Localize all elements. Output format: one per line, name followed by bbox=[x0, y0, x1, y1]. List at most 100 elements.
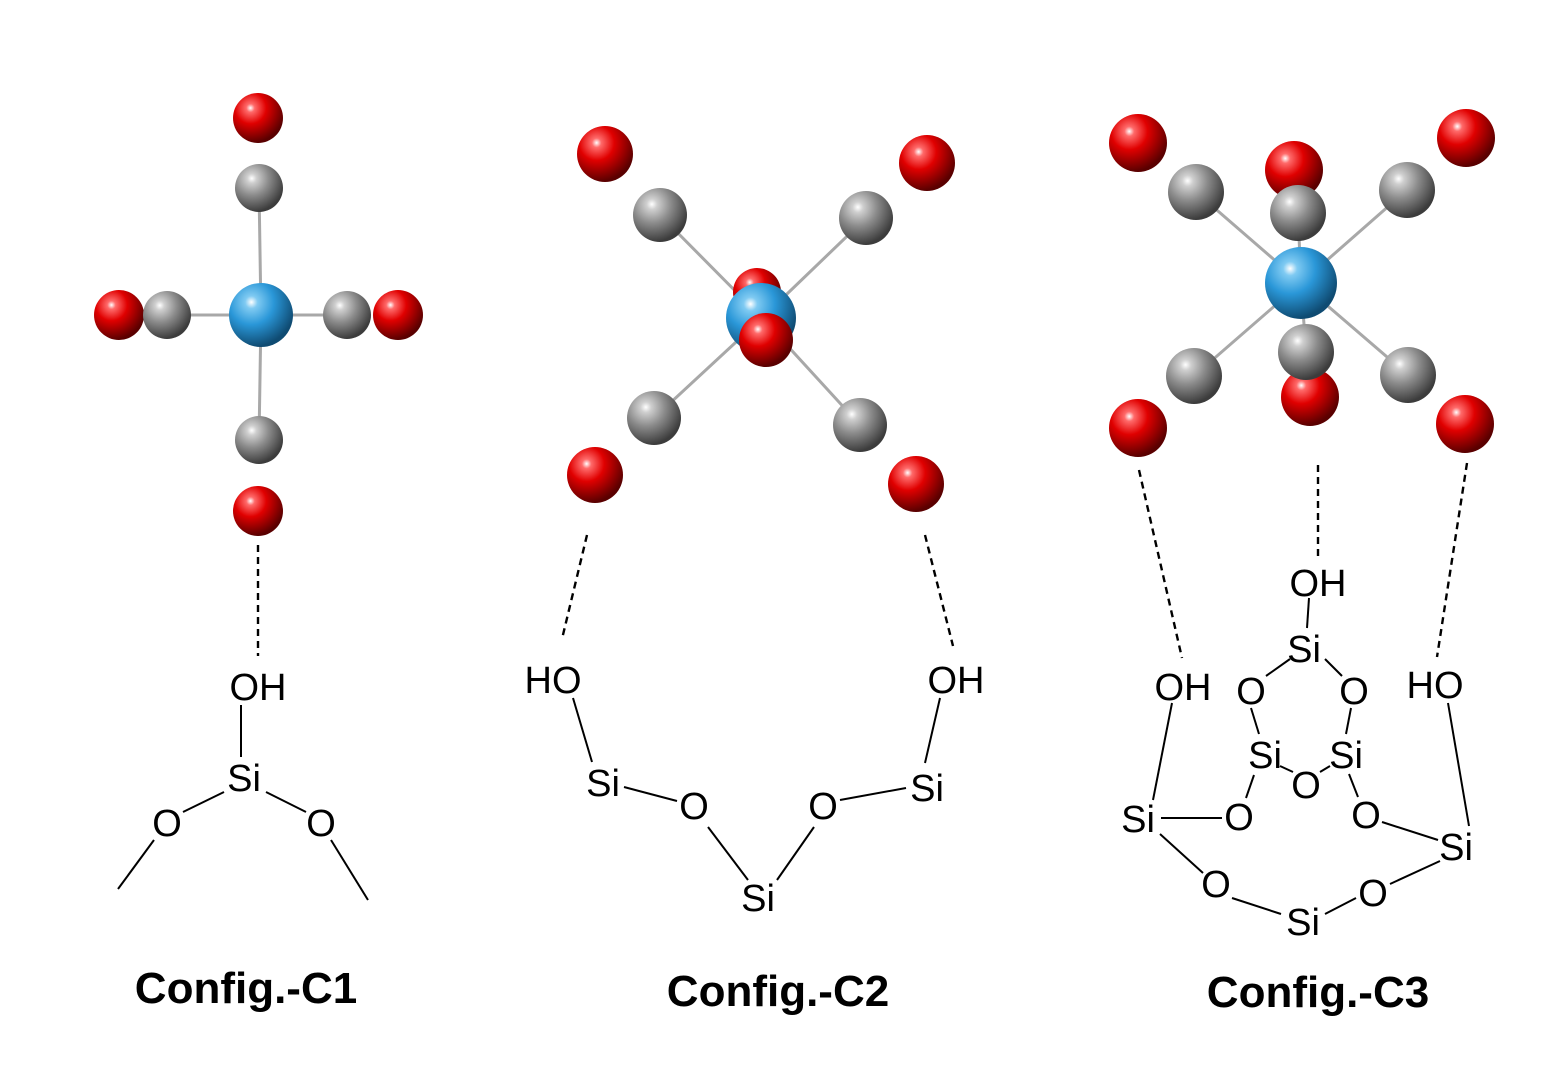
silicon-label: Si bbox=[1329, 735, 1363, 777]
bond-line bbox=[924, 697, 941, 764]
silicon-label: Si bbox=[1121, 799, 1155, 841]
hydroxyl-label: HO bbox=[525, 660, 582, 702]
silicon-label: Si bbox=[227, 758, 261, 800]
metal-carbonyl-c2 bbox=[567, 126, 955, 512]
oxygen-label: O bbox=[1339, 671, 1369, 713]
silicon-label: Si bbox=[1287, 629, 1321, 671]
oxygen-atom bbox=[1109, 399, 1167, 457]
bond-line bbox=[623, 786, 678, 802]
bond-line bbox=[1159, 833, 1204, 874]
bond-line bbox=[330, 839, 369, 901]
bond-line bbox=[117, 839, 155, 890]
bond-line bbox=[1389, 860, 1441, 885]
oxygen-label: O bbox=[1201, 864, 1231, 906]
metal-atom bbox=[229, 283, 293, 347]
bond-line bbox=[572, 697, 593, 763]
bond-line bbox=[1319, 765, 1331, 773]
hydrogen-bond bbox=[1137, 469, 1184, 659]
oxygen-atom bbox=[739, 313, 793, 367]
carbon-atom bbox=[1270, 185, 1326, 241]
panel-config-c3: OH OH HO Si O O Si Si O Si O O Si O O Si… bbox=[1109, 109, 1495, 1017]
silicon-label: Si bbox=[1286, 902, 1320, 944]
carbon-atom bbox=[833, 398, 887, 452]
carbon-atom bbox=[235, 416, 283, 464]
oxygen-label: O bbox=[1291, 765, 1321, 807]
panel-caption: Config.-C3 bbox=[1207, 968, 1429, 1017]
silicon-label: Si bbox=[910, 768, 944, 810]
oxygen-atom bbox=[1281, 368, 1339, 426]
panel-config-c1: OH Si O O Config.-C1 bbox=[94, 93, 423, 1013]
hydroxyl-label: OH bbox=[230, 667, 287, 709]
bond-line bbox=[1447, 702, 1470, 827]
bond-line bbox=[1250, 707, 1260, 735]
panel-caption: Config.-C1 bbox=[135, 964, 357, 1013]
silicon-label: Si bbox=[586, 763, 620, 805]
oxygen-label: O bbox=[808, 786, 838, 828]
oxygen-atom bbox=[1265, 141, 1323, 199]
carbon-atom bbox=[323, 291, 371, 339]
bond-line bbox=[1231, 897, 1282, 915]
bond-line bbox=[1245, 774, 1255, 799]
silicon-label: Si bbox=[1439, 827, 1473, 869]
hydroxyl-label: OH bbox=[928, 660, 985, 702]
panel-caption: Config.-C2 bbox=[667, 967, 889, 1016]
panel-config-c2: HO OH Si Si O O Si Config.-C2 bbox=[525, 126, 985, 1016]
metal-carbonyl-c3 bbox=[1109, 109, 1495, 457]
carbon-atom bbox=[235, 164, 283, 212]
oxygen-atom bbox=[577, 126, 633, 182]
silanol-structure-c3: OH OH HO Si O O Si Si O Si O O Si O O Si bbox=[1121, 462, 1473, 944]
oxygen-atom bbox=[233, 93, 283, 143]
oxygen-label: O bbox=[152, 803, 182, 845]
hydrogen-bond bbox=[560, 534, 589, 640]
oxygen-atom bbox=[567, 447, 623, 503]
hydroxyl-label: OH bbox=[1290, 563, 1347, 605]
hydroxyl-label: OH bbox=[1155, 667, 1212, 709]
carbon-atom bbox=[1278, 324, 1334, 380]
oxygen-atom bbox=[1109, 114, 1167, 172]
oxygen-label: O bbox=[1351, 795, 1381, 837]
oxygen-atom bbox=[373, 290, 423, 340]
metal-atom bbox=[1265, 247, 1337, 319]
oxygen-atom bbox=[94, 290, 144, 340]
bond-line bbox=[1265, 658, 1291, 677]
bond-line bbox=[839, 787, 907, 801]
metal-carbonyl-c1 bbox=[94, 93, 423, 536]
bond-line bbox=[182, 791, 225, 813]
bond-line bbox=[1345, 707, 1352, 735]
oxygen-label: O bbox=[679, 786, 709, 828]
carbon-atom bbox=[1166, 348, 1222, 404]
hydrogen-bond bbox=[923, 534, 955, 647]
silicon-label: Si bbox=[741, 878, 775, 920]
hydroxyl-label: HO bbox=[1407, 665, 1464, 707]
carbon-atom bbox=[1168, 164, 1224, 220]
silanol-structure-c2: HO OH Si Si O O Si bbox=[525, 534, 985, 920]
oxygen-atom bbox=[1436, 395, 1494, 453]
bond-line bbox=[707, 826, 749, 881]
carbon-atom bbox=[627, 391, 681, 445]
bond-line bbox=[1152, 702, 1173, 801]
carbon-atom bbox=[143, 291, 191, 339]
carbon-atom bbox=[633, 188, 687, 242]
carbon-atom bbox=[839, 191, 893, 245]
bond-line bbox=[1381, 821, 1439, 841]
oxygen-label: O bbox=[1236, 671, 1266, 713]
hydrogen-bond bbox=[1435, 462, 1469, 658]
bond-line bbox=[1306, 597, 1310, 629]
bond-line bbox=[265, 791, 307, 813]
bond-line bbox=[1279, 765, 1294, 773]
bond-line bbox=[1348, 773, 1359, 798]
silicon-label: Si bbox=[1248, 735, 1282, 777]
silanol-structure-c1: OH Si O O bbox=[117, 545, 369, 901]
carbon-atom bbox=[1380, 347, 1436, 403]
bond-line bbox=[1324, 658, 1343, 677]
carbon-atom bbox=[1379, 162, 1435, 218]
oxygen-atom bbox=[1437, 109, 1495, 167]
bond-line bbox=[776, 826, 815, 881]
oxygen-atom bbox=[233, 486, 283, 536]
bond-line bbox=[1324, 897, 1357, 915]
oxygen-label: O bbox=[1224, 797, 1254, 839]
oxygen-atom bbox=[888, 456, 944, 512]
oxygen-atom bbox=[899, 135, 955, 191]
oxygen-label: O bbox=[1358, 873, 1388, 915]
